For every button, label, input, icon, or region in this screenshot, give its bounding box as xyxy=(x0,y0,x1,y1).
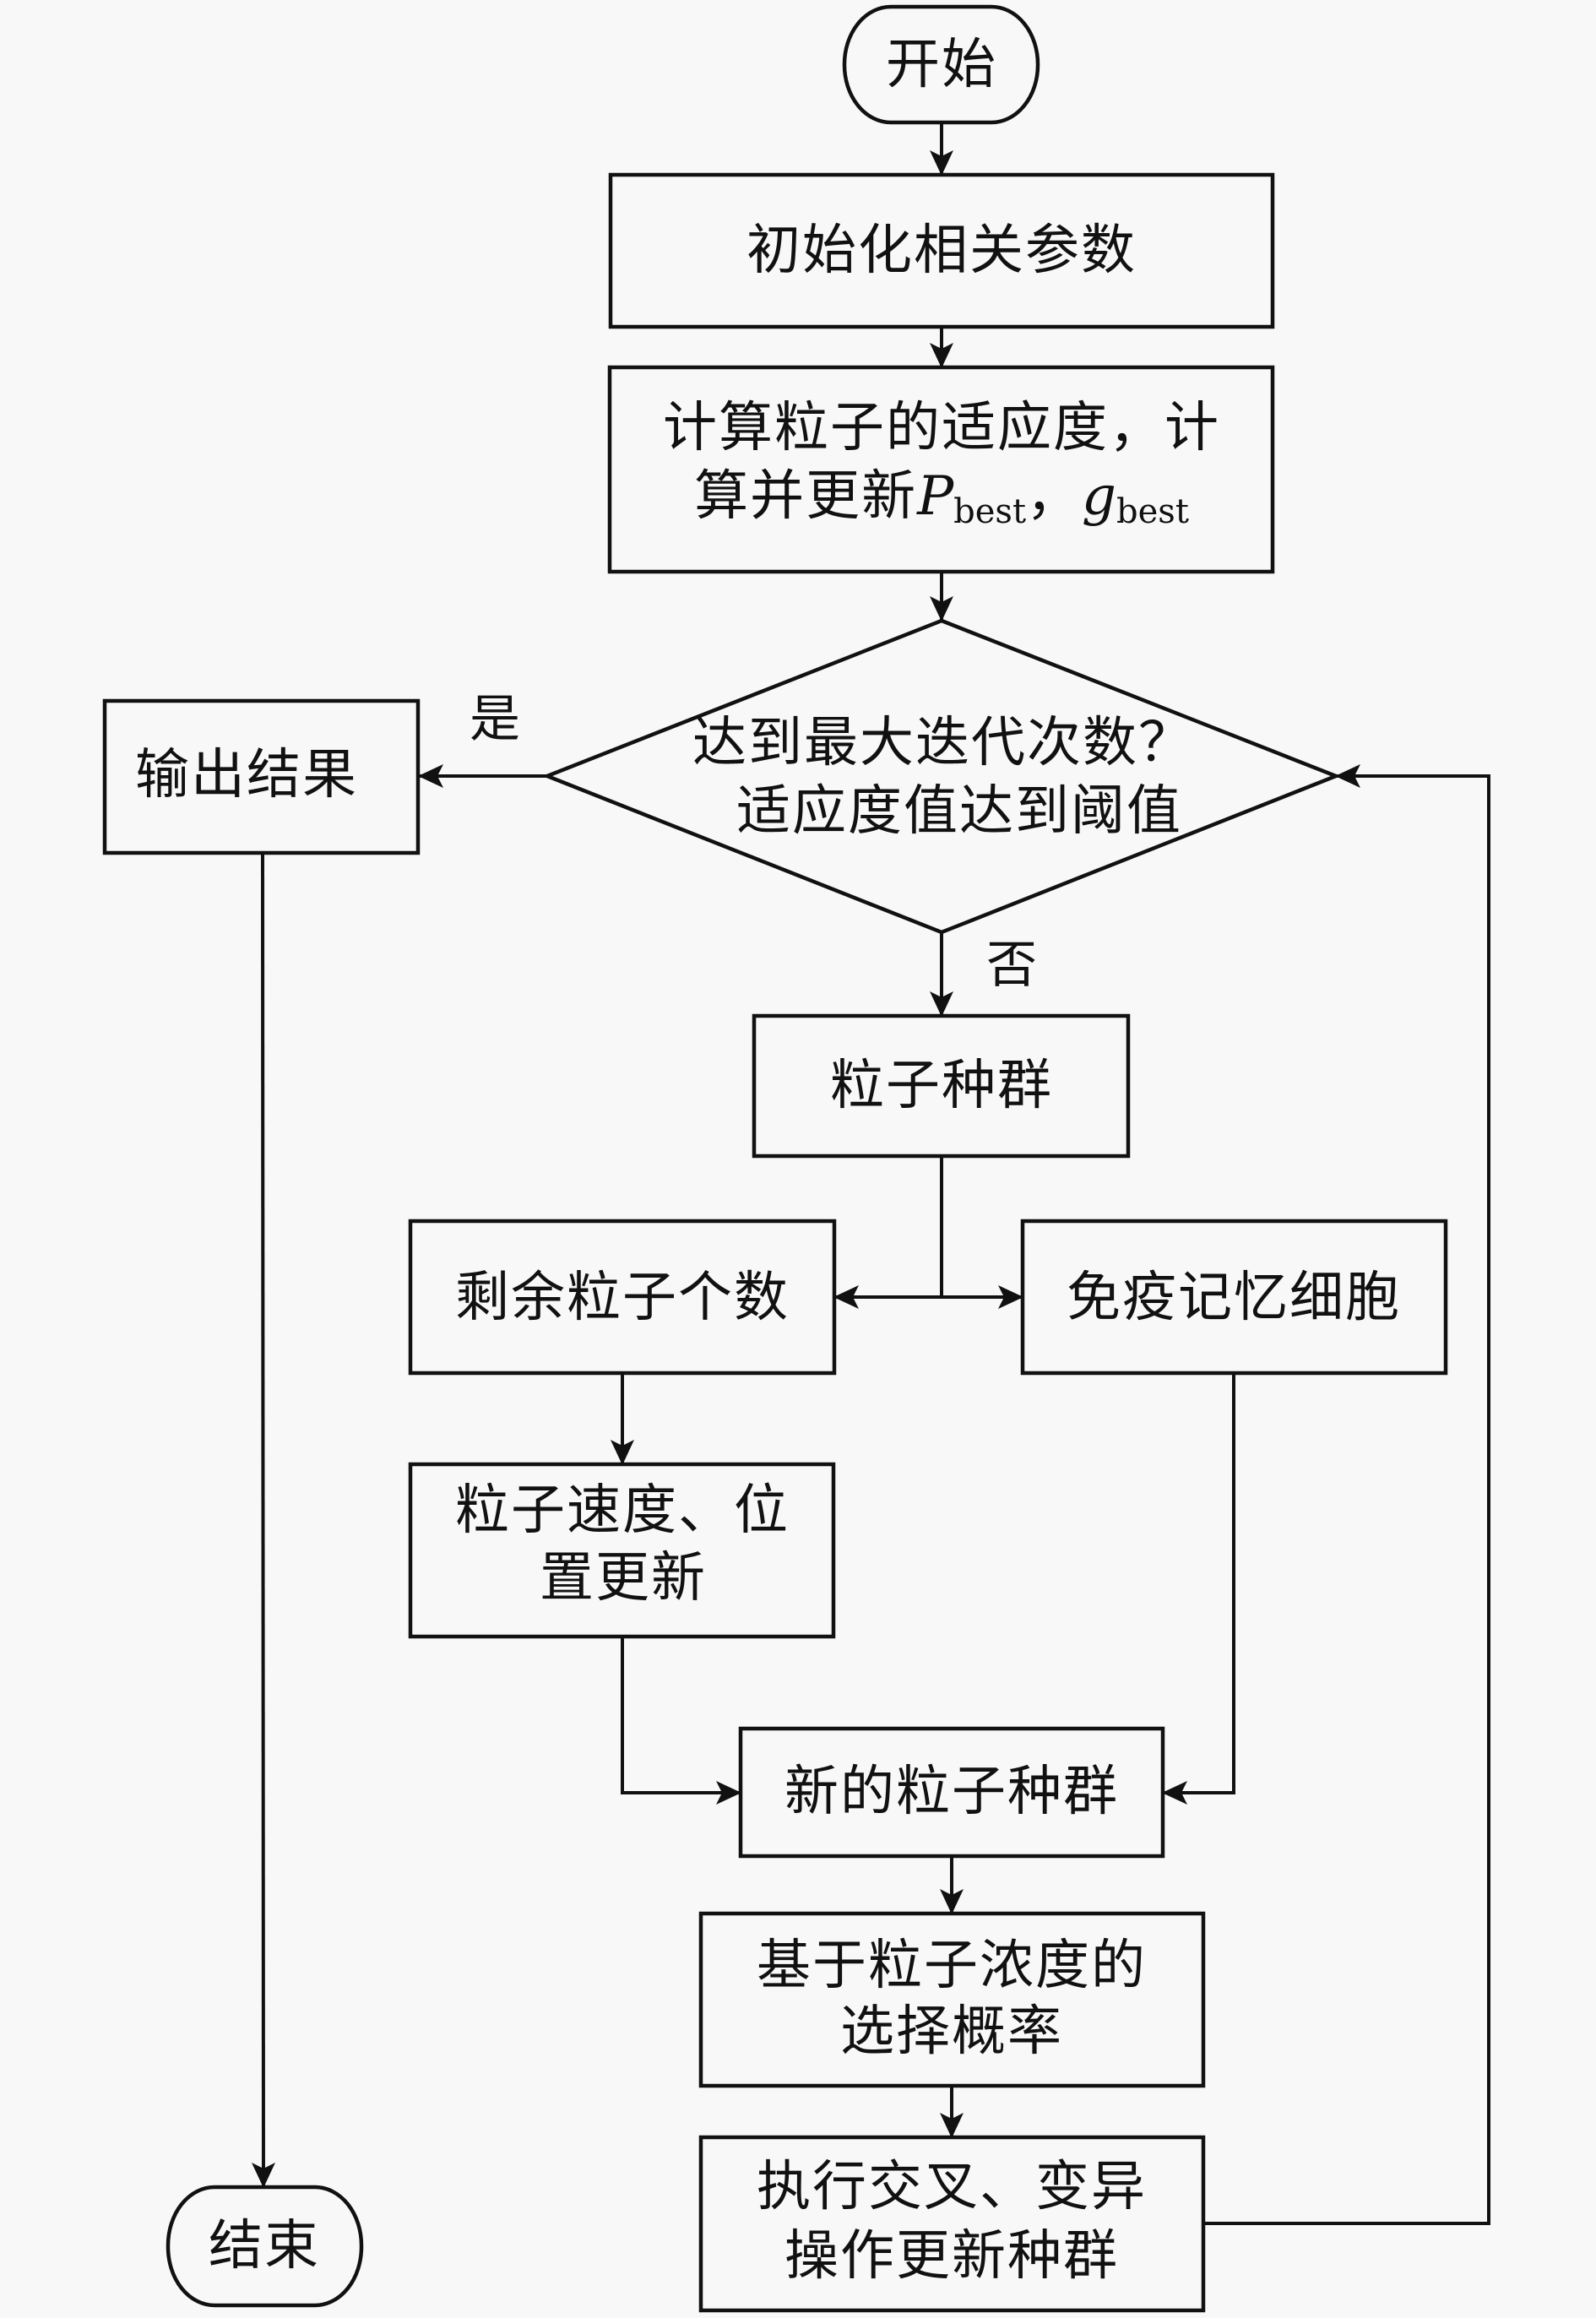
g-best-subscript: best xyxy=(1116,492,1189,531)
node-fitness: 计算粒子的适应度，计 算并更新Pbest，gbest xyxy=(607,365,1275,574)
p-best-subscript: best xyxy=(953,492,1026,531)
crossover-label-line1: 执行交叉、变异 xyxy=(757,2156,1147,2218)
node-start: 开始 xyxy=(842,4,1040,125)
node-end: 结束 xyxy=(166,2185,364,2308)
decision-label-line2: 适应度值达到阈值 xyxy=(736,780,1182,843)
node-init: 初始化相关参数 xyxy=(608,172,1275,329)
velocity-label-line2: 置更新 xyxy=(540,1547,707,1610)
fitness-label-line2: 算并更新Pbest，gbest xyxy=(694,465,1189,531)
init-label: 初始化相关参数 xyxy=(746,220,1137,282)
g-best-variable: g xyxy=(1082,465,1116,528)
crossover-label-line2: 操作更新种群 xyxy=(784,2225,1119,2288)
node-remaining: 剩余粒子个数 xyxy=(408,1219,837,1376)
selection-label-line2: 选择概率 xyxy=(840,2000,1063,2063)
p-best-variable: P xyxy=(916,465,954,528)
edge-crossover-decision-loop xyxy=(1203,764,1490,2225)
end-label: 结束 xyxy=(209,2215,320,2277)
node-selection: 基于粒子浓度的 选择概率 xyxy=(698,1911,1206,2088)
fitness-label-line1: 计算粒子的适应度，计 xyxy=(663,397,1220,459)
output-label: 输出结果 xyxy=(135,744,358,806)
selection-label-line1: 基于粒子浓度的 xyxy=(757,1935,1147,1997)
node-velocity: 粒子速度、位 置更新 xyxy=(408,1462,836,1639)
node-new-population: 新的粒子种群 xyxy=(738,1726,1165,1859)
edge-memory-new-population xyxy=(1162,1373,1235,1805)
decision-diamond xyxy=(541,618,1342,935)
decision-label-line1: 达到最大迭代次数？ xyxy=(692,712,1194,774)
remaining-label: 剩余粒子个数 xyxy=(455,1267,790,1329)
node-memory: 免疫记忆细胞 xyxy=(1020,1219,1448,1376)
population-label: 粒子种群 xyxy=(830,1055,1053,1117)
fitness-line2-prefix: 算并更新 xyxy=(694,465,917,528)
start-label: 开始 xyxy=(886,34,997,96)
memory-label: 免疫记忆细胞 xyxy=(1067,1267,1401,1329)
edge-label-no: 否 xyxy=(986,936,1037,995)
node-decision: 达到最大迭代次数？ 适应度值达到阈值 xyxy=(541,618,1342,935)
velocity-label-line1: 粒子速度、位 xyxy=(455,1479,790,1542)
new-population-label: 新的粒子种群 xyxy=(784,1761,1119,1823)
node-output: 输出结果 xyxy=(102,698,421,855)
fitness-separator: ， xyxy=(1026,465,1082,528)
node-crossover: 执行交叉、变异 操作更新种群 xyxy=(698,2135,1206,2313)
node-population: 粒子种群 xyxy=(752,1013,1131,1159)
edge-velocity-new-population xyxy=(621,1637,741,1805)
edge-label-yes: 是 xyxy=(470,690,520,749)
